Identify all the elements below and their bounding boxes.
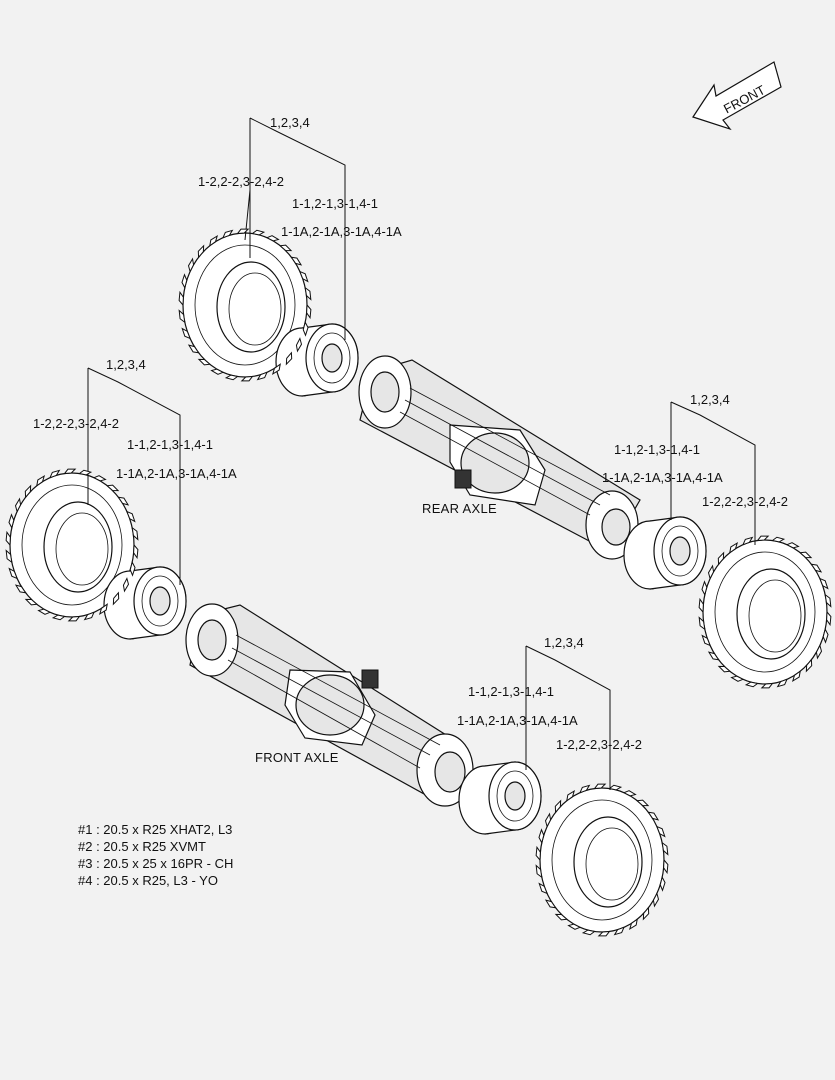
rear-axle-assembly: REAR AXLE 1,2,3,4 1-2,2-2,3-2,4-2 1-1,2-… xyxy=(182,115,828,685)
rear-left-rim-set-label: 1-1,2-1,3-1,4-1 xyxy=(292,196,378,211)
rear-left-tire-group-label: 1,2,3,4 xyxy=(270,115,310,130)
tire-legend-item-3: #3 : 20.5 x 25 x 16PR - CH xyxy=(78,856,233,871)
front-left-rim[interactable] xyxy=(103,566,187,640)
front-direction-arrow: FRONT xyxy=(692,61,782,131)
tire-legend-item-1: #1 : 20.5 x R25 XHAT2, L3 xyxy=(78,822,232,837)
tire-legend-item-4: #4 : 20.5 x R25, L3 - YO xyxy=(78,873,218,888)
front-right-rim[interactable] xyxy=(458,761,542,835)
front-left-callout-lines xyxy=(87,367,181,585)
front-right-callout-lines xyxy=(525,645,611,790)
rear-right-callout-lines xyxy=(670,401,756,545)
front-axle-assembly: FRONT AXLE 1,2,3,4 1-2,2-2,3-2,4-2 1-1,2… xyxy=(9,357,665,933)
front-left-tire-set-label: 1-2,2-2,3-2,4-2 xyxy=(33,416,119,431)
front-axle-title: FRONT AXLE xyxy=(255,750,339,765)
front-right-rim-set-label: 1-1,2-1,3-1,4-1 xyxy=(468,684,554,699)
rear-right-rim-set-label: 1-1,2-1,3-1,4-1 xyxy=(614,442,700,457)
front-left-rim-set-label: 1-1,2-1,3-1,4-1 xyxy=(127,437,213,452)
front-left-tire-group-label: 1,2,3,4 xyxy=(106,357,146,372)
tire-legend: #1 : 20.5 x R25 XHAT2, L3 #2 : 20.5 x R2… xyxy=(78,822,233,888)
rear-left-rim-part-set-label: 1-1A,2-1A,3-1A,4-1A xyxy=(281,224,402,239)
tire-tread-lugs xyxy=(5,468,139,622)
rear-right-tire-set-label: 1-2,2-2,3-2,4-2 xyxy=(702,494,788,509)
front-right-tire-group-label: 1,2,3,4 xyxy=(544,635,584,650)
tire-legend-item-2: #2 : 20.5 x R25 XVMT xyxy=(78,839,206,854)
front-left-rim-part-set-label: 1-1A,2-1A,3-1A,4-1A xyxy=(116,466,237,481)
tire-tread-lugs xyxy=(178,228,312,382)
front-right-rim-part-set-label: 1-1A,2-1A,3-1A,4-1A xyxy=(457,713,578,728)
rear-axle-title: REAR AXLE xyxy=(422,501,497,516)
rear-left-tire-set-label: 1-2,2-2,3-2,4-2 xyxy=(198,174,284,189)
front-right-tire[interactable] xyxy=(539,787,665,933)
tire-tread-lugs xyxy=(698,535,832,689)
rear-right-rim[interactable] xyxy=(623,516,707,590)
front-axle-housing xyxy=(185,603,474,807)
rear-right-rim-part-set-label: 1-1A,2-1A,3-1A,4-1A xyxy=(602,470,723,485)
rear-axle-housing xyxy=(358,355,641,560)
front-right-tire-set-label: 1-2,2-2,3-2,4-2 xyxy=(556,737,642,752)
tire-tread-lugs xyxy=(535,783,669,937)
rear-right-tire[interactable] xyxy=(702,539,828,685)
rear-right-tire-group-label: 1,2,3,4 xyxy=(690,392,730,407)
